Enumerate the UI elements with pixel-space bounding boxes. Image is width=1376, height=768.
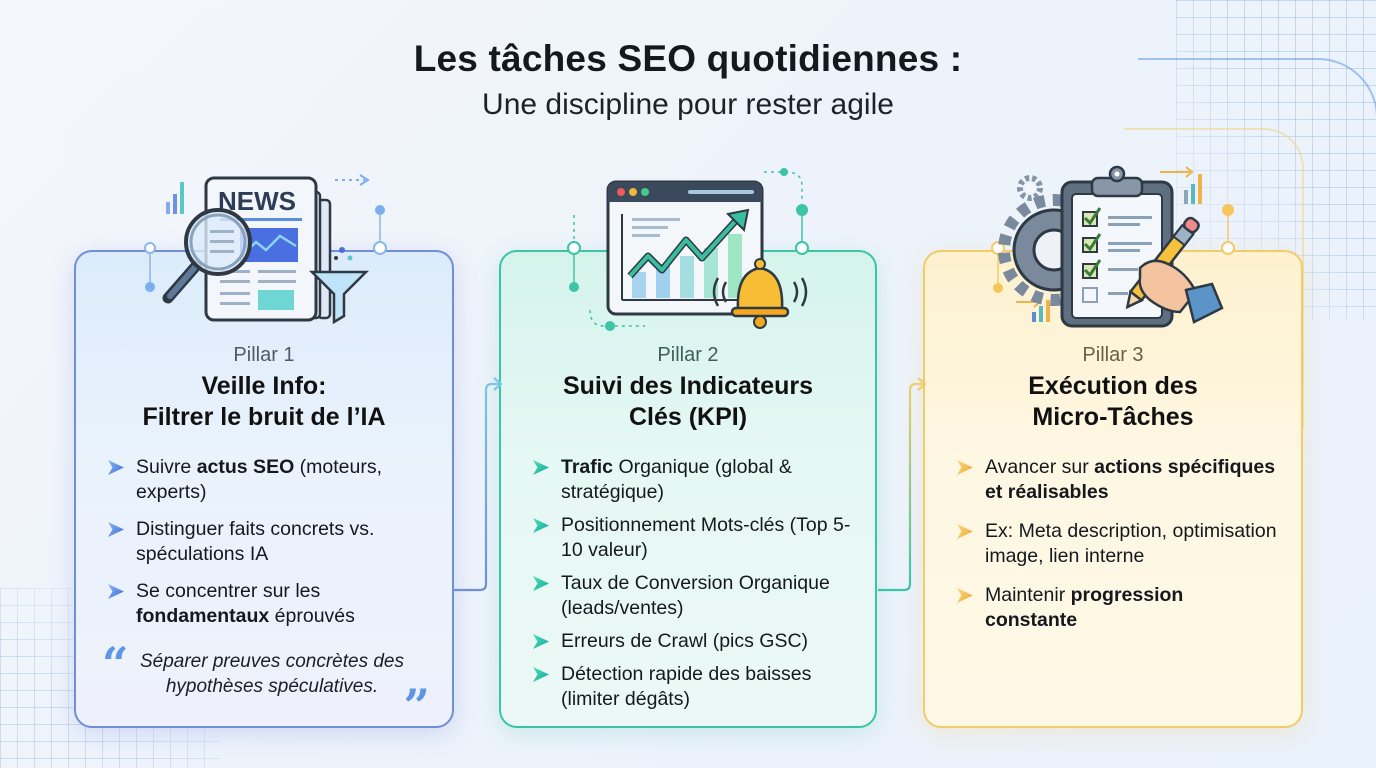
bullet-item: Ex: Meta description, optimisation image… <box>947 519 1279 569</box>
arrow-bullet-icon <box>533 460 549 475</box>
pillar-title-line2: Clés (KPI) <box>628 403 748 431</box>
arrow-bullet-icon <box>533 634 549 649</box>
arrow-bullet-icon <box>957 588 973 603</box>
bullet-item: Erreurs de Crawl (pics GSC) <box>523 629 853 654</box>
arrow-bullet-icon <box>957 524 973 539</box>
bullet-item: Taux de Conversion Organique (leads/vent… <box>523 571 853 621</box>
bullet-list: Trafic Organique (global & stratégique) … <box>523 455 853 712</box>
bullet-item: Détection rapide des baisses (limiter dé… <box>523 662 853 712</box>
bullet-list: Suivre actus SEO (moteurs, experts) Dist… <box>98 455 430 629</box>
quote-open-icon: “ <box>102 637 129 691</box>
bullet-item: Trafic Organique (global & stratégique) <box>523 455 853 505</box>
analytics-chart-bell-icon <box>560 160 820 345</box>
bullet-item: Suivre actus SEO (moteurs, experts) <box>98 455 430 505</box>
bullet-item: Se concentrer sur les fondamentaux éprou… <box>98 579 430 629</box>
bullet-item: Avancer sur actions spécifiques et réali… <box>947 455 1279 505</box>
quote-block: “ Séparer preuves concrètes des hypothès… <box>98 641 430 729</box>
newspaper-magnifier-funnel-icon: NEWS <box>140 160 400 345</box>
pillar-title: Veille Info: Filtrer le bruit de l’IA <box>98 371 430 433</box>
pillar-title: Suivi des Indicateurs Clés (KPI) <box>523 371 853 433</box>
pillar-label: Pillar 3 <box>1082 344 1144 366</box>
arrow-bullet-icon <box>533 576 549 591</box>
quote-text: Séparer preuves concrètes des hypothèses… <box>139 651 405 697</box>
pillar-label: Pillar 1 <box>233 344 295 366</box>
clipboard-checklist-gear-pencil-icon <box>990 160 1250 345</box>
connector-arrow-1-to-2 <box>452 372 502 594</box>
arrow-bullet-icon <box>108 460 124 475</box>
pillar-title-line1: Exécution des <box>1028 372 1198 400</box>
arrow-bullet-icon <box>957 460 973 475</box>
pillar-title: Exécution des Micro-Tâches <box>947 371 1279 433</box>
pillar-label: Pillar 2 <box>657 344 719 366</box>
pillar-title-line1: Suivi des Indicateurs <box>562 372 814 400</box>
pillar-title-line1: Veille Info: <box>201 372 327 400</box>
pillar-title-line2: Micro-Tâches <box>1032 403 1194 431</box>
pillar-card-1: Pillar 1 Veille Info: Filtrer le bruit d… <box>74 250 454 729</box>
page-title: Les tâches SEO quotidiennes : <box>413 38 963 79</box>
page-subtitle: Une discipline pour rester agile <box>482 88 894 121</box>
connector-arrow-2-to-3 <box>876 372 926 594</box>
page-header: Les tâches SEO quotidiennes : Une discip… <box>0 38 1376 122</box>
bullet-item: Distinguer faits concrets vs. spéculatio… <box>98 517 430 567</box>
bullet-item: Maintenir progression constante <box>947 583 1279 633</box>
arrow-bullet-icon <box>108 522 124 537</box>
pillar-card-2: Pillar 2 Suivi des Indicateurs Clés (KPI… <box>499 250 877 728</box>
quote-close-icon: ” <box>403 679 430 733</box>
arrow-bullet-icon <box>533 518 549 533</box>
bullet-item: Positionnement Mots-clés (Top 5-10 valeu… <box>523 513 853 563</box>
bullet-list: Avancer sur actions spécifiques et réali… <box>947 455 1279 633</box>
arrow-bullet-icon <box>108 584 124 599</box>
pillar-card-3: Pillar 3 Exécution des Micro-Tâches Avan… <box>923 250 1303 728</box>
pillar-title-line2: Filtrer le bruit de l’IA <box>142 403 386 431</box>
arrow-bullet-icon <box>533 667 549 682</box>
